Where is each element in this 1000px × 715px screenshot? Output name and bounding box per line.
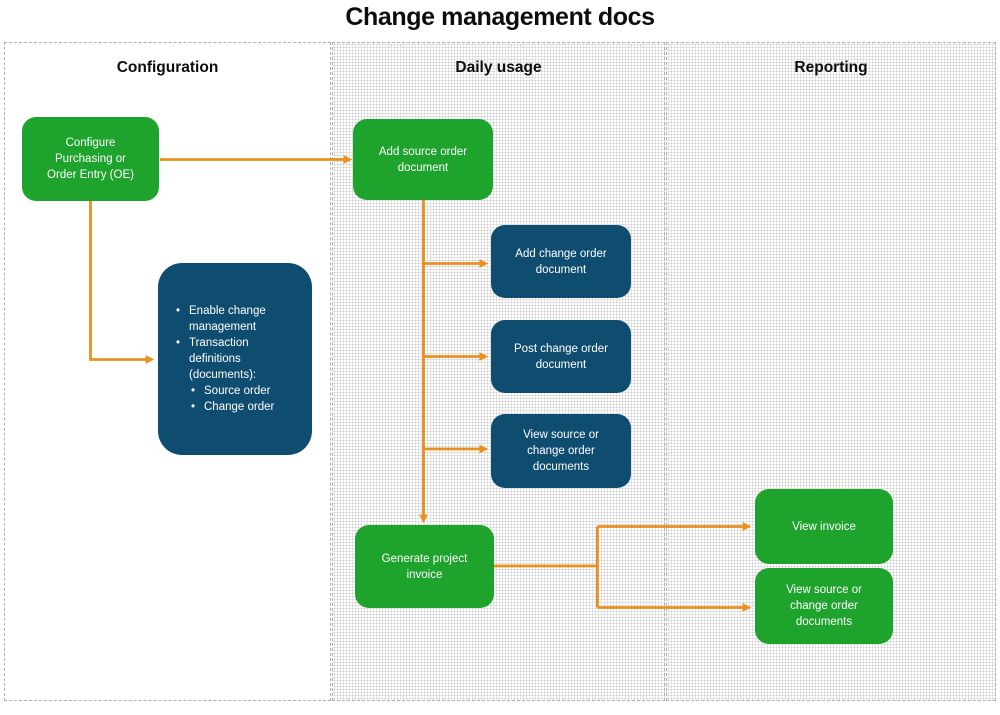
node-label: Generate project invoice xyxy=(381,552,468,581)
bullet-item: Change order xyxy=(189,399,298,415)
lane-reporting: Reporting xyxy=(666,42,996,701)
node-configure-purchasing-oe: Configure Purchasing or Order Entry (OE) xyxy=(22,117,159,201)
node-view-source-daily: View source or change order documents xyxy=(491,414,631,488)
node-add-change-order: Add change order document xyxy=(491,225,631,298)
node-post-change-order: Post change order document xyxy=(491,320,631,393)
bullet-list: Enable change management Transaction def… xyxy=(174,303,298,415)
node-label: Add source order document xyxy=(378,145,468,174)
node-label: Configure Purchasing or Order Entry (OE) xyxy=(47,137,134,181)
node-label: View invoice xyxy=(792,520,856,533)
lane-reporting-title: Reporting xyxy=(794,59,868,76)
diagram-title: Change management docs xyxy=(345,3,655,31)
node-add-source-order: Add source order document xyxy=(353,119,493,200)
bullet-item: Enable change management xyxy=(174,303,298,335)
lane-configuration-title: Configuration xyxy=(116,59,219,76)
node-view-invoice: View invoice xyxy=(755,489,893,564)
node-label: Add change order document xyxy=(515,247,607,276)
lane-daily-usage-title: Daily usage xyxy=(455,59,542,76)
node-label: Post change order document xyxy=(514,342,608,371)
node-label: View source or change order documents xyxy=(523,429,599,473)
bullet-item: Transaction definitions (documents): xyxy=(174,335,298,383)
node-view-source-reporting: View source or change order documents xyxy=(755,568,893,644)
node-label: View source or change order documents xyxy=(786,584,862,628)
bullet-item: Source order xyxy=(189,383,298,399)
node-enable-change-list: Enable change management Transaction def… xyxy=(158,263,312,455)
node-generate-project-invoice: Generate project invoice xyxy=(355,525,494,608)
